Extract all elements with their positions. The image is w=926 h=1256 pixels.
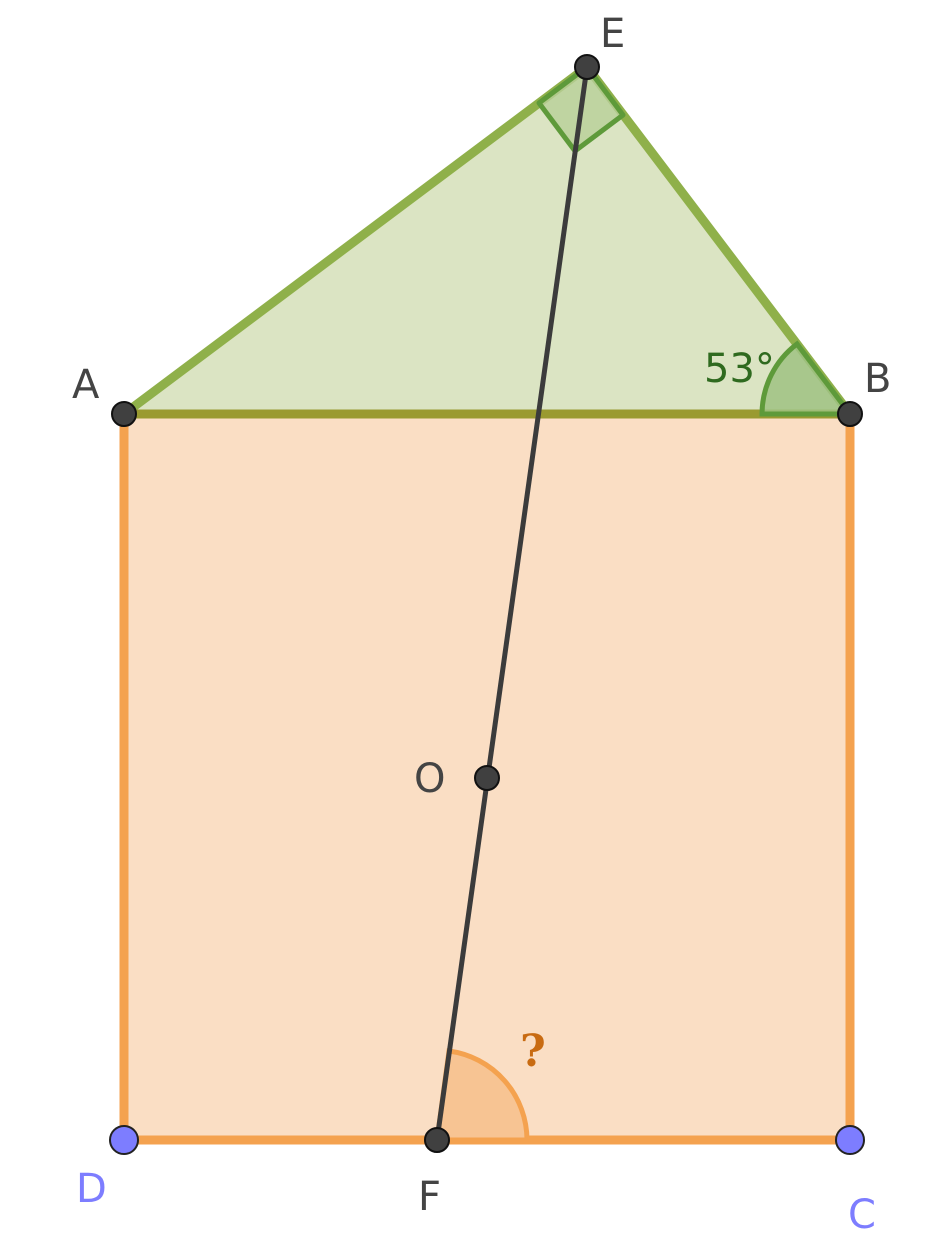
point-c[interactable] bbox=[835, 1125, 865, 1155]
angle-marker-b bbox=[759, 340, 856, 417]
label-e: E bbox=[600, 11, 625, 57]
label-f: F bbox=[418, 1174, 441, 1220]
angle-marker-f bbox=[434, 1048, 530, 1143]
label-c: C bbox=[848, 1192, 876, 1238]
point-a[interactable] bbox=[111, 401, 137, 427]
label-o: O bbox=[414, 756, 445, 802]
segment-ef bbox=[434, 66, 590, 1141]
point-e[interactable] bbox=[574, 54, 600, 80]
angle-label-f: ? bbox=[520, 1026, 546, 1077]
label-d: D bbox=[76, 1166, 107, 1212]
angle-label-b: 53° bbox=[704, 346, 775, 392]
point-b[interactable] bbox=[837, 401, 863, 427]
point-o[interactable] bbox=[474, 765, 500, 791]
point-f[interactable] bbox=[424, 1127, 450, 1153]
label-a: A bbox=[72, 362, 100, 408]
point-d[interactable] bbox=[109, 1125, 139, 1155]
label-b: B bbox=[864, 356, 891, 402]
